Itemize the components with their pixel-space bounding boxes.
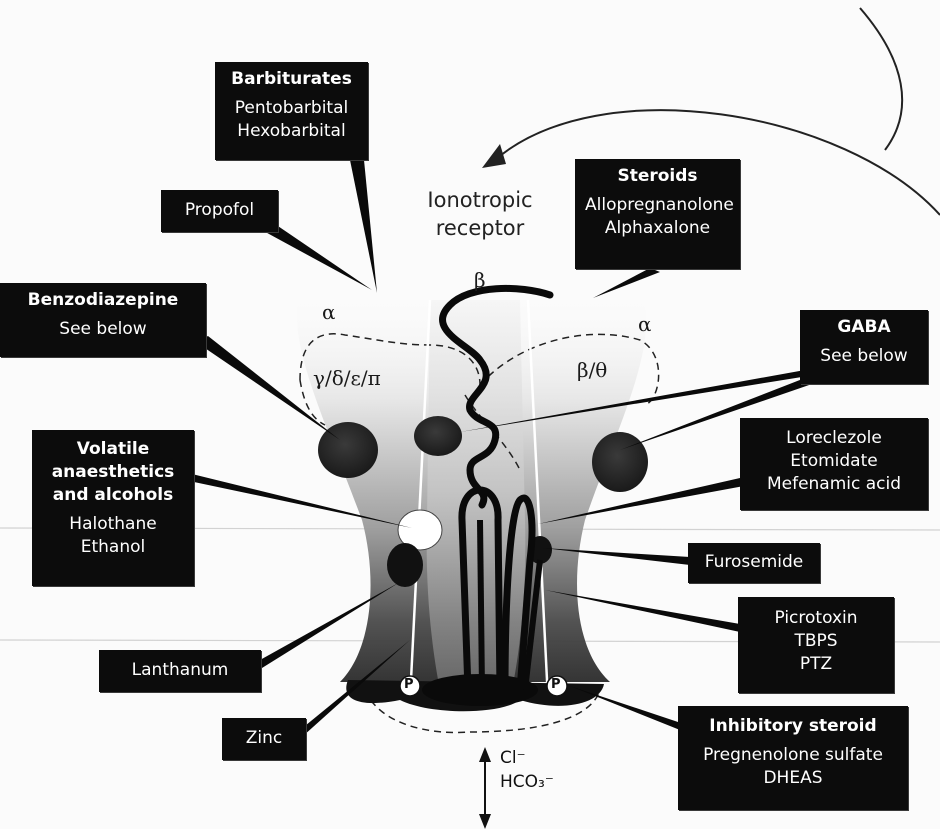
label-item: Etomidate: [750, 450, 918, 473]
label-item: PTZ: [748, 653, 884, 676]
phosphate-label-right: P: [551, 677, 561, 692]
label-item: Alphaxalone: [585, 217, 730, 240]
label-title: Lanthanum: [109, 659, 251, 682]
label-title: Volatile: [42, 438, 184, 461]
label-item: Loreclezole: [750, 427, 918, 450]
label-item: Picrotoxin: [748, 607, 884, 630]
subunit-label-gamma: γ/δ/ε/π: [313, 366, 381, 390]
label-title: Barbiturates: [225, 68, 358, 91]
label-volatile: Volatile anaesthetics and alcohols Halot…: [32, 430, 194, 586]
label-benzodiazepine: Benzodiazepine See below: [0, 283, 206, 357]
label-item: Pentobarbital: [225, 97, 358, 120]
leader-propofol: [258, 222, 372, 290]
label-propofol: Propofol: [161, 190, 278, 232]
subunit-label-beta-theta: β/θ: [577, 358, 607, 382]
label-gaba: GABA See below: [800, 310, 928, 384]
ion-labels: Cl⁻ HCO₃⁻: [500, 746, 554, 794]
label-item: Hexobarbital: [225, 120, 358, 143]
label-item: DHEAS: [688, 767, 898, 790]
label-item: Ethanol: [42, 536, 184, 559]
label-item: Halothane: [42, 513, 184, 536]
leader-barbiturates: [350, 160, 377, 293]
label-inhibitory-steroid: Inhibitory steroid Pregnenolone sulfate …: [678, 706, 908, 810]
phosphate-label-left: P: [404, 677, 414, 692]
label-furosemide: Furosemide: [688, 543, 820, 583]
subunit-label-alpha-left: α: [322, 300, 336, 324]
label-item: See below: [810, 345, 918, 368]
ion-bicarbonate: HCO₃⁻: [500, 770, 554, 794]
subunit-label-beta: β: [474, 268, 486, 292]
arrowhead-icon: [479, 747, 491, 762]
binding-site-gaba-right: [592, 432, 648, 492]
label-item: Allopregnanolone: [585, 194, 730, 217]
label-item: Pregnenolone sulfate: [688, 744, 898, 767]
curved-arrow: [860, 8, 902, 150]
label-title: Propofol: [171, 199, 268, 222]
label-title: Furosemide: [698, 551, 810, 574]
label-title: Zinc: [232, 727, 296, 750]
label-title: Steroids: [585, 165, 730, 188]
label-item: TBPS: [748, 630, 884, 653]
label-title: and alcohols: [42, 484, 184, 507]
receptor-title: Ionotropic receptor: [410, 186, 550, 242]
transmembrane-helix: [480, 520, 482, 690]
label-steroids: Steroids Allopregnanolone Alphaxalone: [575, 159, 740, 269]
label-title: Inhibitory steroid: [688, 715, 898, 738]
label-item: See below: [10, 318, 196, 341]
label-loreclezole: Loreclezole Etomidate Mefenamic acid: [740, 418, 928, 510]
label-picrotoxin: Picrotoxin TBPS PTZ: [738, 597, 894, 693]
arrowhead-icon: [482, 144, 506, 168]
receptor-title-line2: receptor: [410, 214, 550, 242]
label-title: GABA: [810, 316, 918, 339]
receptor-title-line1: Ionotropic: [410, 186, 550, 214]
label-title: Benzodiazepine: [10, 289, 196, 312]
binding-site-lower-left: [387, 543, 423, 587]
label-item: Mefenamic acid: [750, 473, 918, 496]
arrowhead-icon: [479, 814, 491, 829]
label-lanthanum: Lanthanum: [99, 650, 261, 692]
subunit-label-alpha-right: α: [638, 312, 652, 336]
binding-site-gaba-left: [414, 416, 462, 456]
label-title: anaesthetics: [42, 461, 184, 484]
ion-chloride: Cl⁻: [500, 746, 554, 770]
label-barbiturates: Barbiturates Pentobarbital Hexobarbital: [215, 62, 368, 160]
label-zinc: Zinc: [222, 718, 306, 760]
